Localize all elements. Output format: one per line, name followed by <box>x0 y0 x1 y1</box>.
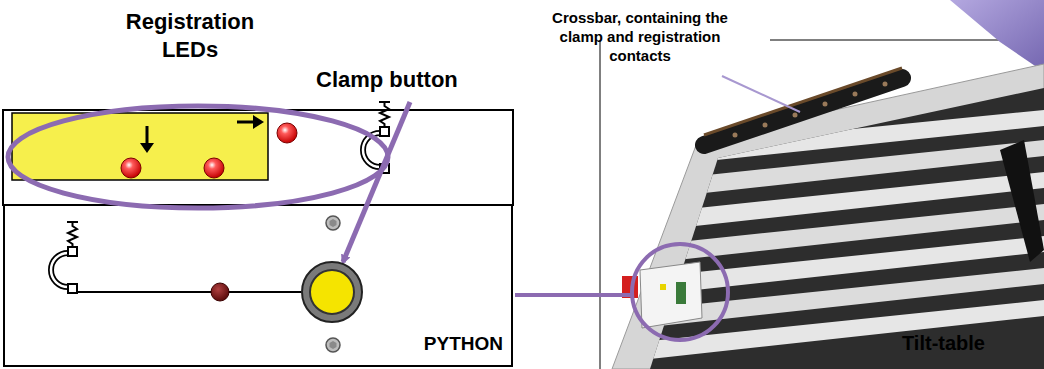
callout-link <box>515 293 632 297</box>
panel-label <box>676 282 686 304</box>
screw <box>326 338 340 352</box>
registration-led <box>121 158 141 178</box>
down-arrow <box>146 126 149 144</box>
down-arrow-head <box>140 143 154 153</box>
side-rail <box>1000 140 1044 262</box>
led-panel <box>3 110 513 205</box>
control-panel <box>640 262 702 328</box>
lid <box>950 0 1044 72</box>
registration-contacts <box>733 82 888 138</box>
button-ring <box>302 262 362 322</box>
clamp-led <box>211 283 229 301</box>
clamp-symbol <box>51 222 78 293</box>
callout-label: Crossbar, containing the clamp and regis… <box>540 8 740 65</box>
crossbar-edge <box>704 68 902 135</box>
table-frame <box>612 64 1044 369</box>
registration-led <box>204 158 224 178</box>
brand-name: PYTHON <box>424 333 503 355</box>
crossbar <box>704 78 902 145</box>
indicator-line <box>78 291 302 293</box>
callout-circle <box>632 244 728 340</box>
screw <box>326 216 340 230</box>
right-arrow <box>237 121 254 124</box>
control-panel: PYTHON <box>3 205 513 367</box>
right-arrow-head <box>253 115 264 129</box>
part-label: Tilt-table <box>902 331 985 355</box>
callout-label: Clamp button <box>316 66 458 94</box>
separator <box>600 40 601 369</box>
panel-button <box>660 284 666 290</box>
clamp-button <box>310 270 354 314</box>
callout-ellipse <box>8 106 388 208</box>
registration-led <box>277 123 297 143</box>
callout-label: Registration LEDs <box>105 8 275 64</box>
leader-line <box>722 76 800 112</box>
leader-arrow <box>343 102 410 262</box>
